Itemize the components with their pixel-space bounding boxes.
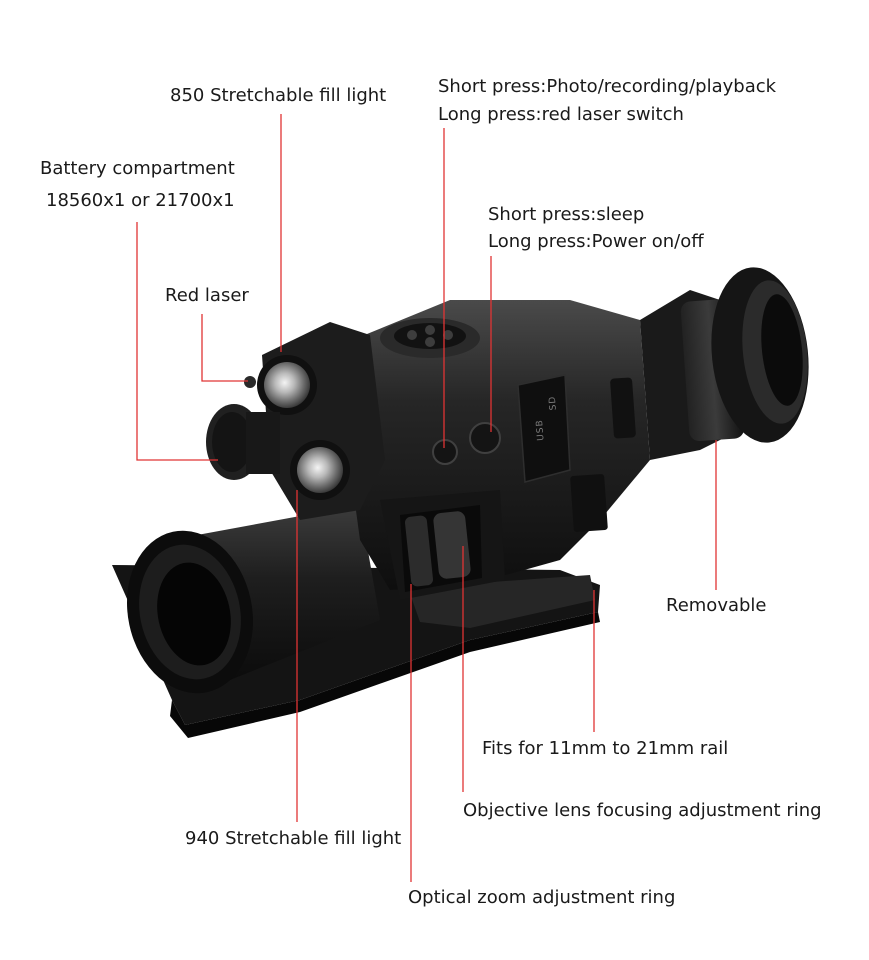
- objective-tube: [127, 505, 380, 694]
- callout-long-press-power: Long press:Power on/off: [488, 231, 704, 252]
- callout-long-press-laser: Long press:red laser switch: [438, 104, 684, 125]
- leader-battery: [136, 222, 218, 461]
- port-usb-label: USB: [535, 418, 547, 442]
- callout-850-fill-light: 850 Stretchable fill light: [170, 85, 387, 106]
- callout-battery-compartment: Battery compartment: [40, 158, 235, 179]
- eyepiece: [640, 267, 809, 460]
- port-sd-label: SD: [547, 395, 559, 411]
- illuminator-head: [206, 322, 385, 520]
- callout-short-press-sleep: Short press:sleep: [488, 204, 645, 225]
- callout-red-laser: Red laser: [165, 285, 249, 306]
- callout-940-fill-light: 940 Stretchable fill light: [185, 828, 402, 849]
- callout-removable: Removable: [666, 595, 767, 616]
- callout-short-press-photo: Short press:Photo/recording/playback: [438, 76, 777, 97]
- callout-zoom-ring: Optical zoom adjustment ring: [408, 887, 676, 908]
- main-body: [340, 300, 650, 600]
- callout-battery-types: 18560x1 or 21700x1: [46, 190, 235, 211]
- callout-rail-fit: Fits for 11mm to 21mm rail: [482, 738, 729, 759]
- leader-red-laser: [201, 314, 248, 382]
- callout-objective-ring: Objective lens focusing adjustment ring: [463, 800, 822, 821]
